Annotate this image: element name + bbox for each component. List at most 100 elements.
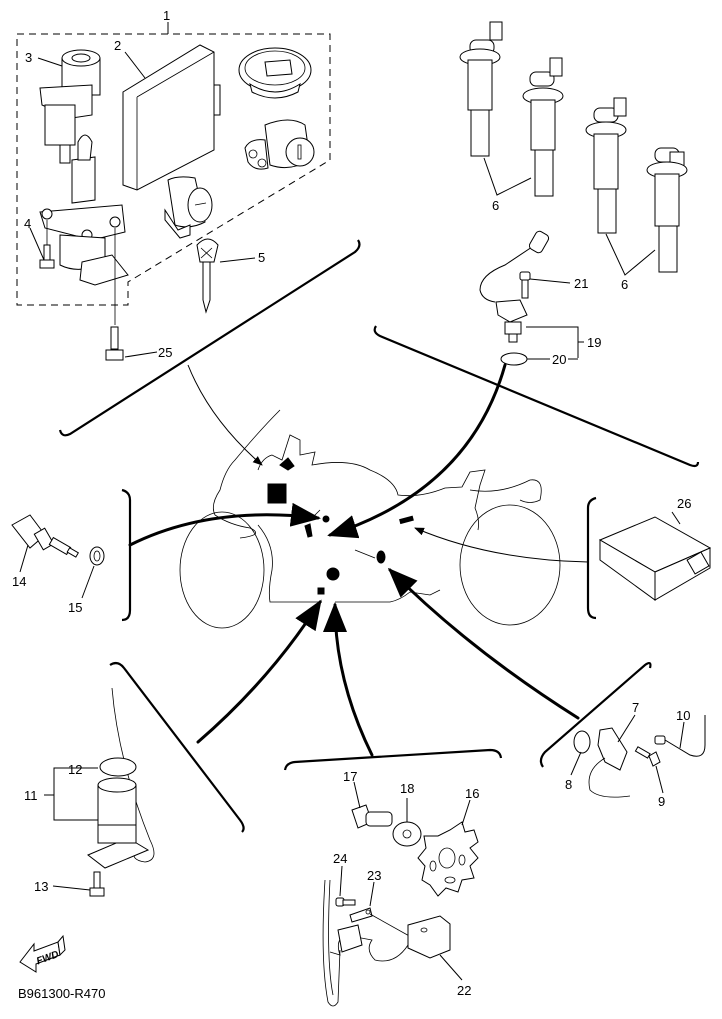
rear-wheel <box>459 504 561 626</box>
arrow-kit-to-bike <box>187 364 263 466</box>
ignition-coil-3[interactable] <box>585 97 627 234</box>
location-arrows <box>128 363 589 757</box>
sensor-11-wire <box>111 687 155 863</box>
callout-20[interactable]: 20 <box>552 352 566 367</box>
seat-lock[interactable] <box>244 119 315 170</box>
steering-lock-part-3[interactable] <box>39 49 101 164</box>
bracket-left <box>121 488 132 622</box>
sensor-14-location-marker <box>322 515 330 523</box>
callout-26[interactable]: 26 <box>677 496 691 511</box>
unit-part-26[interactable] <box>598 516 712 601</box>
leader-25 <box>124 351 158 358</box>
callout-8[interactable]: 8 <box>565 777 572 792</box>
callout-6b[interactable]: 6 <box>621 277 628 292</box>
sensor-11-group: 11 12 13 <box>24 687 155 897</box>
bracket-right <box>586 496 597 620</box>
callout-23[interactable]: 23 <box>367 868 381 883</box>
rotor-part-16[interactable] <box>417 821 479 897</box>
bracket-bottom-left <box>109 661 245 833</box>
callout-12[interactable]: 12 <box>68 762 82 777</box>
callout-7[interactable]: 7 <box>632 700 639 715</box>
wire-part-10[interactable] <box>654 715 706 757</box>
fwd-arrow-icon: FWD <box>19 934 66 973</box>
ignition-coil-2[interactable] <box>522 57 564 197</box>
unit-26-group: 26 <box>598 496 712 601</box>
callout-21[interactable]: 21 <box>574 276 588 291</box>
leader-14 <box>19 544 29 573</box>
callout-15[interactable]: 15 <box>68 600 82 615</box>
leader-21 <box>529 278 571 284</box>
sensor-19-group: 21 19 20 <box>479 230 601 367</box>
leader-3 <box>37 57 63 67</box>
bracket-bottom-right <box>539 662 652 768</box>
leader-13 <box>52 885 91 891</box>
key-part-5[interactable] <box>196 238 219 314</box>
leader-23 <box>369 881 375 907</box>
leader-8 <box>570 751 582 776</box>
pickup-coil-part-22[interactable] <box>322 879 451 1007</box>
front-wheel <box>179 511 265 629</box>
sensor-part-7[interactable] <box>588 727 631 798</box>
callout-5[interactable]: 5 <box>258 250 265 265</box>
callout-19[interactable]: 19 <box>587 335 601 350</box>
ignition-coil-1[interactable] <box>459 21 503 157</box>
bolt-part-4[interactable] <box>39 244 55 269</box>
bolt-part-13[interactable] <box>89 871 105 897</box>
o-ring-part-20[interactable] <box>500 352 528 366</box>
ecu-part-2[interactable] <box>122 44 221 191</box>
sensor-7-location-marker <box>376 550 386 564</box>
callout-22[interactable]: 22 <box>457 983 471 998</box>
sensor-11-location-marker <box>317 587 325 595</box>
callout-14[interactable]: 14 <box>12 574 26 589</box>
callout-6a[interactable]: 6 <box>492 198 499 213</box>
callout-9[interactable]: 9 <box>658 794 665 809</box>
leader-26 <box>671 511 681 525</box>
ignition-coil-4[interactable] <box>646 147 688 273</box>
callout-18[interactable]: 18 <box>400 781 414 796</box>
main-switch[interactable] <box>39 134 129 286</box>
arrow-11-to-bike <box>196 599 322 744</box>
bracket-bottom-middle <box>283 748 503 771</box>
helmet-lock[interactable] <box>164 176 213 239</box>
leader-5 <box>219 257 256 263</box>
leader-15 <box>81 565 95 599</box>
bracket-top-left <box>58 239 361 437</box>
main-switch-kit-group: 1 3 2 <box>16 8 331 361</box>
callout-2[interactable]: 2 <box>114 38 121 53</box>
callout-10[interactable]: 10 <box>676 708 690 723</box>
clamp-part-23[interactable] <box>349 907 373 923</box>
o-ring-part-12[interactable] <box>99 757 137 777</box>
ecu-location-marker <box>267 483 287 504</box>
leader-22 <box>439 954 463 981</box>
callout-11[interactable]: 11 <box>24 788 38 803</box>
callout-24[interactable]: 24 <box>333 851 347 866</box>
washer-part-15[interactable] <box>89 546 105 566</box>
fuel-cap-lock[interactable] <box>238 47 312 99</box>
washer-part-18[interactable] <box>392 821 422 847</box>
bolt-part-25[interactable] <box>105 326 124 361</box>
callout-4[interactable]: 4 <box>24 216 31 231</box>
bolt-part-21[interactable] <box>519 271 531 299</box>
screw-part-24[interactable] <box>335 897 356 907</box>
callout-1[interactable]: 1 <box>163 8 170 23</box>
callout-13[interactable]: 13 <box>34 879 48 894</box>
arrow-26-to-bike <box>414 527 589 563</box>
bolt-part-17[interactable] <box>351 804 393 829</box>
callout-17[interactable]: 17 <box>343 769 357 784</box>
kit-dashed-boundary <box>16 33 331 306</box>
arrow-19-to-bike <box>327 363 507 539</box>
callout-3[interactable]: 3 <box>25 50 32 65</box>
arrow-14-to-bike <box>128 502 321 547</box>
sensor-part-14[interactable] <box>11 514 80 558</box>
sensor-part-19[interactable] <box>479 230 550 343</box>
leader-10 <box>679 721 685 749</box>
sensor-part-11[interactable] <box>87 777 150 869</box>
leader-2 <box>124 51 146 79</box>
leader-6a <box>483 157 532 196</box>
bolt-part-9[interactable] <box>634 746 661 767</box>
callout-16[interactable]: 16 <box>465 786 479 801</box>
callout-25[interactable]: 25 <box>158 345 172 360</box>
motorcycle-outline <box>179 409 561 629</box>
o-ring-part-8[interactable] <box>573 730 591 754</box>
